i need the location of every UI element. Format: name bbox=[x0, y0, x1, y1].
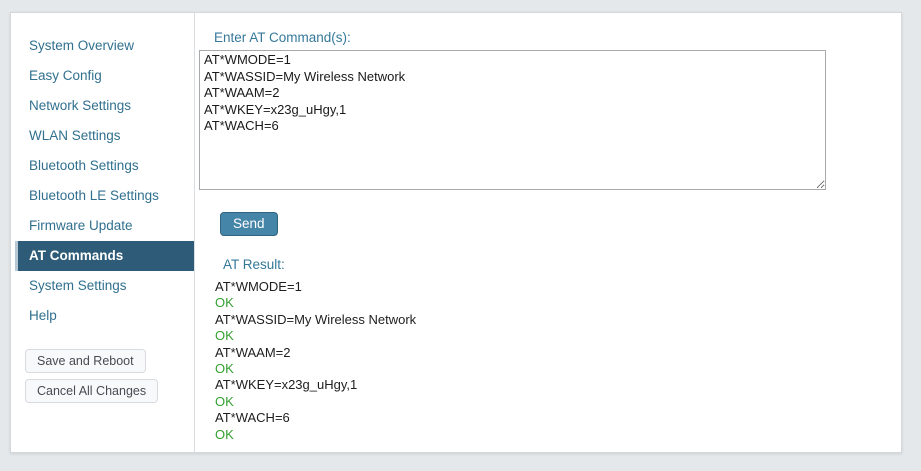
result-command-line: AT*WASSID=My Wireless Network bbox=[215, 311, 417, 327]
at-command-input[interactable]: AT*WMODE=1 AT*WASSID=My Wireless Network… bbox=[199, 50, 826, 190]
sidebar-item-easy-config[interactable]: Easy Config bbox=[29, 68, 102, 83]
sidebar-item-system-overview[interactable]: System Overview bbox=[29, 38, 135, 53]
sidebar-item-system-settings[interactable]: System Settings bbox=[29, 278, 127, 293]
enter-at-commands-label: Enter AT Command(s): bbox=[214, 30, 351, 45]
result-ok-line: OK bbox=[215, 295, 234, 311]
at-result-output: AT*WMODE=1 OK AT*WASSID=My Wireless Netw… bbox=[215, 279, 901, 443]
result-command-line: AT*WMODE=1 bbox=[215, 279, 302, 294]
send-button[interactable]: Send bbox=[220, 212, 278, 236]
sidebar-item-help[interactable]: Help bbox=[29, 308, 57, 323]
sidebar-buttons: Save and Reboot Cancel All Changes bbox=[11, 349, 194, 403]
result-ok-line: OK bbox=[215, 426, 234, 442]
result-ok-line: OK bbox=[215, 328, 234, 344]
sidebar-item-bluetooth-settings[interactable]: Bluetooth Settings bbox=[29, 158, 139, 173]
sidebar-item-network-settings[interactable]: Network Settings bbox=[29, 98, 132, 113]
sidebar-item-bluetooth-le-settings[interactable]: Bluetooth LE Settings bbox=[29, 188, 159, 203]
result-command-line: AT*WAAM=2 bbox=[215, 344, 291, 360]
sidebar: System Overview Easy Config Network Sett… bbox=[11, 13, 195, 452]
result-command-line: AT*WKEY=x23g_uHgy,1 bbox=[215, 377, 358, 393]
result-ok-line: OK bbox=[215, 393, 234, 409]
at-result-label: AT Result: bbox=[223, 257, 285, 272]
cancel-all-changes-button[interactable]: Cancel All Changes bbox=[25, 379, 159, 403]
sidebar-item-firmware-update[interactable]: Firmware Update bbox=[29, 218, 133, 233]
sidebar-item-wlan-settings[interactable]: WLAN Settings bbox=[29, 128, 121, 143]
result-command-line: AT*WACH=6 bbox=[215, 410, 290, 426]
result-ok-line: OK bbox=[215, 361, 234, 377]
sidebar-item-at-commands[interactable]: AT Commands bbox=[15, 241, 194, 271]
save-and-reboot-button[interactable]: Save and Reboot bbox=[25, 349, 146, 373]
config-panel: System Overview Easy Config Network Sett… bbox=[10, 12, 902, 453]
at-commands-page: Enter AT Command(s): AT*WMODE=1 AT*WASSI… bbox=[195, 13, 901, 452]
